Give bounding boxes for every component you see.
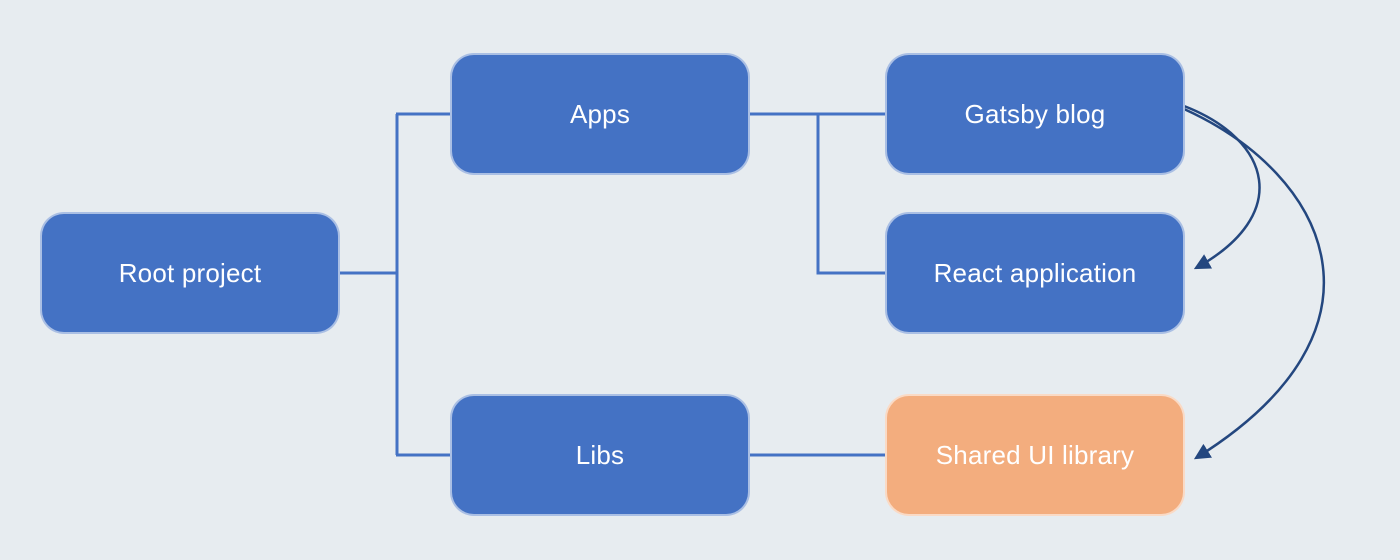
- node-apps: Apps: [450, 53, 750, 175]
- node-label-libs: Libs: [575, 439, 625, 470]
- node-label-root-project: Root project: [118, 257, 262, 288]
- dependency-arrows: [1183, 104, 1325, 460]
- node-gatsby-blog: Gatsby blog: [885, 53, 1185, 175]
- node-libs: Libs: [450, 394, 750, 516]
- node-root-project: Root project: [40, 212, 340, 334]
- node-label-gatsby-blog: Gatsby blog: [964, 98, 1106, 129]
- arrow-gatsby-to-react: [1183, 104, 1261, 270]
- connector-apps-to-react: [816, 114, 885, 275]
- node-label-shared-ui-library: Shared UI library: [935, 439, 1135, 470]
- node-label-react-application: React application: [933, 257, 1137, 288]
- node-shared-ui-library: Shared UI library: [885, 394, 1185, 516]
- tree-connectors: [340, 112, 885, 457]
- node-label-apps: Apps: [569, 98, 631, 129]
- node-react-application: React application: [885, 212, 1185, 334]
- arrow-gatsby-to-shared: [1183, 107, 1325, 460]
